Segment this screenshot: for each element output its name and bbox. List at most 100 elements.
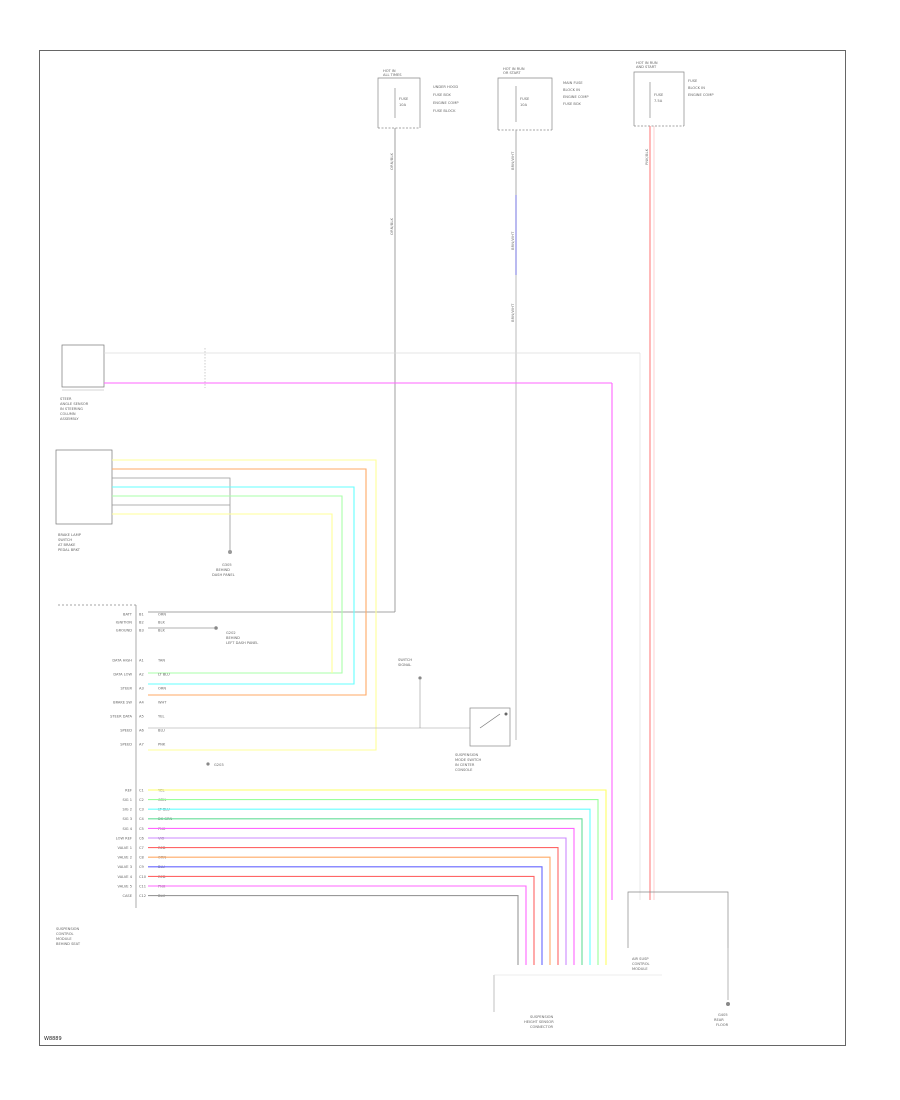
steer-sensor-line-1: ANGLE SENSOR xyxy=(60,402,89,406)
module-pin-number: A1 xyxy=(139,658,144,662)
fuse-box-3-line-5: BLOCK IN xyxy=(688,86,705,90)
module-pin-label: VALVE 1 xyxy=(118,846,132,850)
fuse-box-3-line-0: HOT IN RUN xyxy=(636,61,658,65)
unit-ground: G203 xyxy=(206,762,224,767)
diagram-border xyxy=(39,50,846,1046)
main-module-line-2: MODULE xyxy=(632,967,648,971)
module-pin-label: LOW REF xyxy=(116,836,132,840)
steer-sensor: STEER ANGLE SENSOR IN STEERING COLUMN AS… xyxy=(60,344,105,421)
control-module-line-2: MODULE xyxy=(56,937,72,941)
fuse-box-1-line-7: FUSE BLOCK xyxy=(433,109,456,113)
wire-tags: ORN/BLK ORN/BLK BRN/WHT BRN/WHT BRN/WHT … xyxy=(389,148,649,322)
brake-module-line-1: SWITCH xyxy=(58,538,72,542)
abs-ground-line-0: G202 xyxy=(226,631,236,635)
fuse-box-3-line-6: ENGINE COMP xyxy=(688,93,714,97)
svg-text:BRN/WHT: BRN/WHT xyxy=(510,231,515,250)
module-pin-label: GROUND xyxy=(116,628,132,632)
bottom-right-line-0: G405 xyxy=(718,1013,728,1017)
ground-1-line-0: G305 xyxy=(222,563,232,567)
fuse-box-2-line-5: BLOCK IN xyxy=(563,88,580,92)
svg-text:PNK/BLK: PNK/BLK xyxy=(644,148,649,165)
module-pin-number: A2 xyxy=(139,672,144,676)
harness-wire xyxy=(148,827,575,965)
fuse-box-1: HOT IN ALL TIMES FUSE 10A UNDER HOOD FUS… xyxy=(377,69,459,129)
module-pin-label: REF xyxy=(125,788,132,792)
module-pin-label: IGNITION xyxy=(116,620,133,624)
module-pin-number: C10 xyxy=(139,875,147,879)
svg-text:ORN/BLK: ORN/BLK xyxy=(389,153,394,170)
bottom-connector: SUSPENSION HEIGHT SENSOR CONNECTOR xyxy=(493,974,662,1029)
module-pin-wire: YEL xyxy=(158,714,164,718)
harness-wire xyxy=(148,856,551,965)
abs-ground-line-2: LEFT DASH PANEL xyxy=(226,641,258,645)
fuse-box-3-line-2: FUSE xyxy=(654,93,664,97)
module-pin-label: DATA HIGH xyxy=(112,658,132,662)
module-pin-label: VALVE 3 xyxy=(118,865,132,869)
fuse-box-1-line-3: 10A xyxy=(399,103,407,107)
module-pin-number: A6 xyxy=(139,728,144,732)
module-pin-number: B1 xyxy=(139,612,144,616)
fuse-box-1-line-1: ALL TIMES xyxy=(383,73,402,77)
module-pin-number: C7 xyxy=(139,846,144,850)
fuse-box-3-line-3: 7.5A xyxy=(654,99,663,103)
harness-wire xyxy=(148,789,607,965)
svg-text:SWITCH: SWITCH xyxy=(398,658,412,662)
steer-sensor-line-2: IN STEERING xyxy=(60,407,83,411)
fuse-box-1-line-2: FUSE xyxy=(399,97,409,101)
ground-1: G305 BEHIND DASH PANEL xyxy=(212,520,235,577)
module-pin-number: C9 xyxy=(139,865,145,869)
abs-ground-line-1: BEHIND xyxy=(226,636,240,640)
harness-wire xyxy=(148,875,535,965)
module-pin-number: C2 xyxy=(139,798,144,802)
brake-module: BRAKE LAMP SWITCH AT BRAKE PEDAL BRKT xyxy=(55,449,113,552)
feed-wires xyxy=(148,126,655,900)
ground-1-line-1: BEHIND xyxy=(216,568,230,572)
module-pin-number: C1 xyxy=(139,788,144,792)
module-pin-label: SIG 1 xyxy=(122,798,132,802)
fuse-box-1-line-4: UNDER HOOD xyxy=(433,85,458,89)
svg-text:IN CENTER: IN CENTER xyxy=(455,763,475,767)
control-module: SUSPENSION CONTROL MODULE BEHIND SEAT xyxy=(56,604,137,946)
harness xyxy=(148,789,607,965)
fuse-box-2-line-7: FUSE BOX xyxy=(563,102,581,106)
steer-sensor-line-4: ASSEMBLY xyxy=(60,417,79,421)
svg-text:BRN/WHT: BRN/WHT xyxy=(510,151,515,170)
bottom-connector-line-2: CONNECTOR xyxy=(530,1025,554,1029)
module-pin-number: B3 xyxy=(139,628,144,632)
fuse-box-2-line-2: FUSE xyxy=(520,97,530,101)
module-pin-number: C8 xyxy=(139,856,145,860)
abs-ground: G202 BEHIND LEFT DASH PANEL xyxy=(148,626,258,645)
ground-1-line-2: DASH PANEL xyxy=(212,573,235,577)
fuse-box-1-line-5: FUSE BOX xyxy=(433,93,451,97)
fuse-box-1-line-0: HOT IN xyxy=(383,69,396,73)
footer-code: W8889 xyxy=(44,1036,62,1042)
module-pin-number: C6 xyxy=(139,836,145,840)
steer-sensor-line-3: COLUMN xyxy=(60,412,76,416)
bottom-right-line-2: FLOOR xyxy=(716,1023,729,1027)
module-pin-wire: ORN xyxy=(158,686,166,690)
module-pin-label: VALVE 4 xyxy=(118,875,133,879)
harness-wire xyxy=(148,847,559,965)
harness-wire xyxy=(148,837,567,965)
control-module-line-1: CONTROL xyxy=(56,932,74,936)
harness-wire xyxy=(148,866,543,965)
steer-sensor-line-0: STEER xyxy=(60,397,72,401)
module-pin-number: A3 xyxy=(139,686,144,690)
module-pin-label: VALVE 5 xyxy=(118,884,132,888)
fuse-box-2-line-0: HOT IN RUN xyxy=(503,67,525,71)
main-module-line-1: CONTROL xyxy=(632,962,650,966)
fuse-box-3-line-4: FUSE xyxy=(688,79,698,83)
module-pin-number: C11 xyxy=(139,884,146,888)
module-pin-number: C4 xyxy=(139,817,145,821)
control-module-line-3: BEHIND SEAT xyxy=(56,942,81,946)
module-pin-wire: ORN xyxy=(158,612,166,616)
module-pin-label: VALVE 2 xyxy=(118,856,132,860)
brake-module-line-0: BRAKE LAMP xyxy=(58,533,82,537)
fuse-box-2: HOT IN RUN OR START FUSE 10A MAIN FUSE B… xyxy=(497,67,589,131)
module-pin-number: A4 xyxy=(139,700,144,704)
harness-wire xyxy=(148,885,527,965)
bottom-right-line-1: REAR xyxy=(714,1018,724,1022)
harness-wire xyxy=(148,799,599,965)
module-pin-wire: BLK xyxy=(158,620,165,624)
